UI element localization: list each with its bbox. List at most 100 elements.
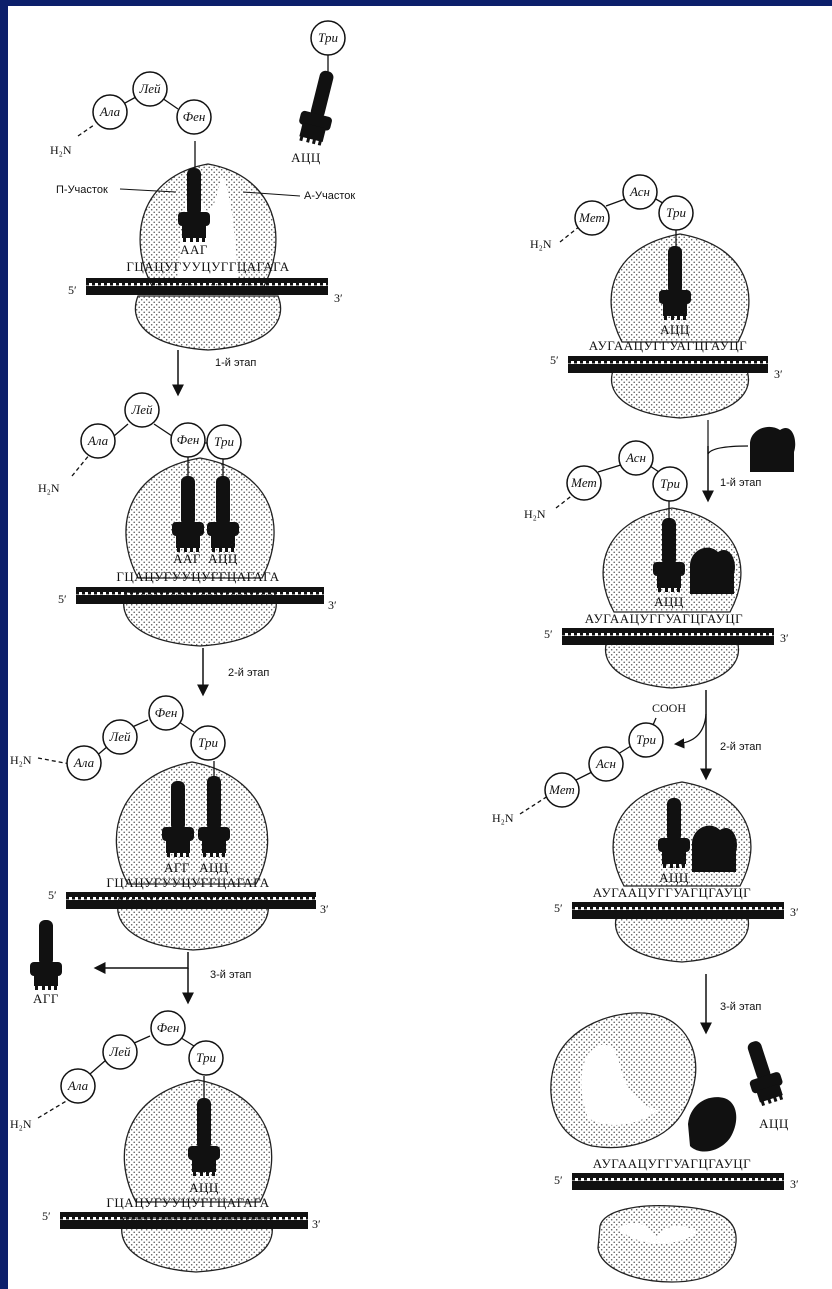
mrna-strand [562, 628, 774, 645]
stage-label: 1-й этап [215, 357, 256, 369]
n-terminus-label: H₂N [492, 811, 514, 825]
n-terminus-label: H₂N [50, 143, 72, 157]
ribosome-small-subunit [616, 912, 749, 962]
right-panel-4: АЦЦ АУГААЦУГГУАГЦГАУЦГ 5′ 3′ [551, 1013, 799, 1282]
anticodon-label: АЦЦ [291, 150, 321, 165]
mrna-sequence: ГЦАЦУГУУЦУГГЦАГАГА [126, 259, 289, 274]
mrna-strand [66, 892, 316, 909]
stage-label: 3-й этап [210, 969, 251, 981]
five-prime-label: 5′ [554, 901, 563, 915]
p-site-label: П-Участок [56, 184, 108, 196]
three-prime-label: 3′ [312, 1217, 321, 1231]
five-prime-label: 5′ [42, 1209, 51, 1223]
figure-frame: Ала Лей Фен H₂N Три АЦЦ П-Участок А-Учас… [8, 6, 832, 1289]
anticodon-label: ААГ [180, 242, 208, 257]
aa-label: Ала [87, 433, 109, 448]
mrna-strand [86, 278, 328, 295]
stage-label: 2-й этап [228, 667, 269, 679]
aa-label: Фен [155, 705, 178, 720]
aa-label: Ала [99, 104, 121, 119]
mrna-strand [572, 902, 784, 919]
aa-label: Три [214, 434, 234, 449]
aa-label: Асн [625, 450, 646, 465]
small-subunit-dissociated [598, 1206, 736, 1282]
aa-label: Мет [548, 782, 575, 797]
free-trna: Три АЦЦ [291, 21, 345, 165]
anticodon-label: АЦЦ [659, 870, 689, 885]
cleavage-arrow [676, 714, 706, 744]
three-prime-label: 3′ [780, 631, 789, 645]
n-terminus-label: H₂N [10, 753, 32, 767]
five-prime-label: 5′ [550, 353, 559, 367]
release-factor [690, 548, 735, 594]
mrna-strand [60, 1212, 308, 1229]
three-prime-label: 3′ [328, 598, 337, 612]
three-prime-label: 3′ [334, 291, 343, 305]
right-panel-3: АЦЦ АУГААЦУГГУАГЦГАУЦГ 5′ 3′ [554, 782, 799, 962]
peptide-chain: Мет Асн Три H₂N [524, 441, 687, 521]
three-prime-label: 3′ [790, 905, 799, 919]
ribosome-small-subunit [612, 368, 749, 418]
aa-label: Асн [595, 756, 616, 771]
aa-label: Три [636, 732, 656, 747]
stage-label: 2-й этап [720, 741, 761, 753]
aa-label: Три [666, 205, 686, 220]
mrna-sequence: ГЦАЦУГУУЦУГГЦАГАГА [106, 1195, 269, 1210]
translation-diagram: Ала Лей Фен H₂N Три АЦЦ П-Участок А-Учас… [8, 6, 832, 1289]
cooh-label: COOH [652, 701, 686, 715]
three-prime-label: 3′ [774, 367, 783, 381]
ribosome-small-subunit [606, 638, 739, 688]
mrna-strand [568, 356, 768, 373]
released-anticodon-label: АГГ [33, 991, 59, 1006]
mrna-strand [76, 587, 324, 604]
left-panel-3: Ала Лей Фен Три H₂N АГГ АЦЦ ГЦАЦУГУУЦУГГ… [10, 696, 329, 950]
n-terminus-label: H₂N [10, 1117, 32, 1131]
release-arrow [96, 952, 188, 968]
release-factor [750, 427, 795, 472]
anticodon-label: АЦЦ [660, 322, 690, 337]
aa-label: Три [660, 476, 680, 491]
anticodon-label: ААГ [173, 551, 201, 566]
stage-label: 3-й этап [720, 1001, 761, 1013]
anticodon-label: АЦЦ [759, 1116, 789, 1131]
peptide-chain: Ала Лей Фен H₂N [50, 72, 211, 157]
anticodon-label: АЦЦ [199, 860, 229, 875]
mrna-strand [572, 1173, 784, 1190]
aa-label: Лей [130, 402, 153, 417]
aa-label: Лей [108, 1044, 131, 1059]
n-terminus-label: H₂N [530, 237, 552, 251]
aa-label: Фен [183, 109, 206, 124]
mrna-sequence: ГЦАЦУГУУЦУГГЦАГАГА [106, 875, 269, 890]
mrna-sequence: АУГААЦУГГУАГЦГАУЦГ [589, 338, 747, 353]
five-prime-label: 5′ [58, 592, 67, 606]
n-terminus-label: H₂N [524, 507, 546, 521]
five-prime-label: 5′ [554, 1173, 563, 1187]
release-factor-arrow [708, 420, 748, 454]
mrna-sequence: АУГААЦУГГУАГЦГАУЦГ [593, 885, 751, 900]
release-factor-free [688, 1097, 736, 1151]
aa-label: Ала [67, 1078, 89, 1093]
mrna-sequence: АУГААЦУГГУАГЦГАУЦГ [585, 611, 743, 626]
stage-label: 1-й этап [720, 477, 761, 489]
three-prime-label: 3′ [320, 902, 329, 916]
five-prime-label: 5′ [68, 283, 77, 297]
three-prime-label: 3′ [790, 1177, 799, 1191]
right-panel-1: Мет Асн Три H₂N АЦЦ АУГААЦУГГУАГЦГАУЦГ 5… [530, 175, 783, 418]
aa-label: Фен [157, 1020, 180, 1035]
aa-label: Три [198, 735, 218, 750]
aa-label: Фен [177, 432, 200, 447]
ribosome-small-subunit [135, 296, 280, 350]
free-trna [738, 1037, 788, 1108]
aa-label: Три [196, 1050, 216, 1065]
anticodon-label: АЦЦ [654, 594, 684, 609]
aa-label: Мет [578, 210, 605, 225]
aa-label: Лей [108, 729, 131, 744]
aa-label: Мет [570, 475, 597, 490]
aa-label: Лей [138, 81, 161, 96]
aa-label: Ала [73, 755, 95, 770]
aa-label: Асн [629, 184, 650, 199]
ribosome-large-subunit [116, 762, 267, 884]
left-panel-1: Ала Лей Фен H₂N Три АЦЦ П-Участок А-Учас… [50, 21, 355, 350]
left-panel-4: Ала Лей Фен Три H₂N АЦЦ ГЦАЦУГУУЦУГГЦАГА… [10, 1011, 321, 1272]
anticodon-label: АЦЦ [208, 551, 238, 566]
